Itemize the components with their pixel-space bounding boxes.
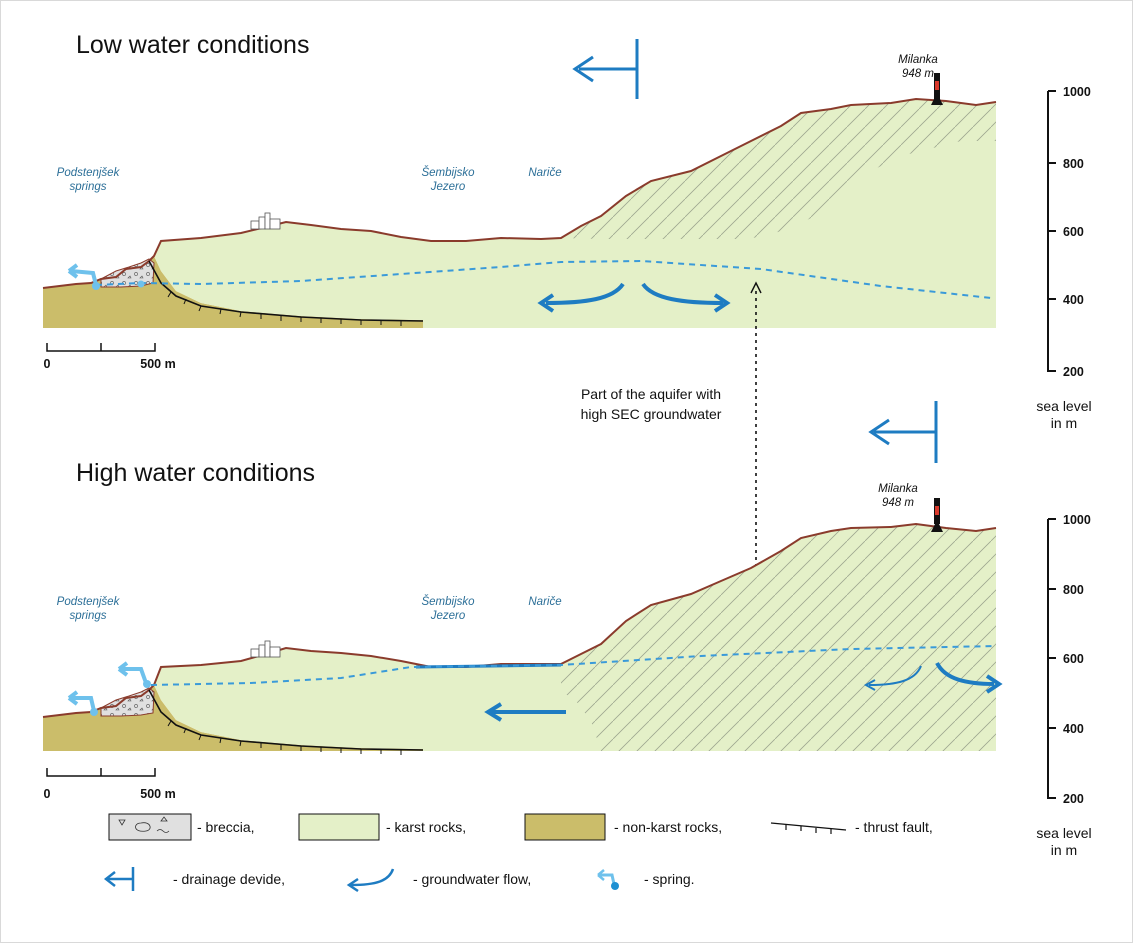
low-peak-marker-icon xyxy=(931,73,943,105)
high-elevation-axis xyxy=(1047,518,1056,799)
high-castle-icon xyxy=(250,640,281,658)
annotation-line-1: Part of the aquifer with xyxy=(581,386,721,402)
low-flow-arrow-west-head xyxy=(537,293,555,313)
low-axis-tick: 1000 xyxy=(1063,85,1091,99)
high-flow-arrow-west-head xyxy=(484,702,503,722)
low-water-table xyxy=(95,259,992,299)
legend-thrust-fault-icon xyxy=(770,822,847,834)
low-flow-arrow-east xyxy=(641,282,724,305)
low-lake-label-1: Šembijsko xyxy=(421,166,475,179)
high-thrust-teeth xyxy=(167,720,402,755)
low-springs-label-1: Podstenjšek xyxy=(57,167,121,179)
legend-flow-label: - groundwater flow, xyxy=(413,871,531,887)
low-flow-arrow-west xyxy=(545,282,625,305)
low-thrust-teeth xyxy=(167,291,402,326)
legend-thrust-label: - thrust fault, xyxy=(855,819,933,835)
legend: - breccia, - karst rocks, - non-karst ro… xyxy=(103,813,933,893)
high-lake-label-1: Šembijsko xyxy=(421,595,475,608)
legend-breccia-label: - breccia, xyxy=(197,819,255,835)
legend-spring-icon xyxy=(597,869,619,890)
annotation-line-2: high SEC groundwater xyxy=(581,406,722,422)
legend-nonkarst-swatch xyxy=(524,813,606,841)
legend-drainage-divide-icon xyxy=(103,867,135,891)
low-elevation-axis xyxy=(1047,90,1056,372)
low-spring-icon xyxy=(67,263,98,286)
high-springs-label-2: springs xyxy=(69,610,106,622)
high-spring-dot xyxy=(90,708,98,716)
low-peak-name: Milanka xyxy=(898,54,938,66)
legend-karst-label: - karst rocks, xyxy=(386,819,466,835)
high-village-label: Nariče xyxy=(528,596,561,608)
high-water-section: High water conditions xyxy=(42,401,1092,858)
low-scale-start: 0 xyxy=(44,357,51,371)
low-castle-icon xyxy=(250,212,281,230)
low-water-title: Low water conditions xyxy=(76,31,309,59)
legend-spring-label: - spring. xyxy=(644,871,695,887)
low-terrain-surface xyxy=(42,97,997,289)
low-water-section: Low water conditions xyxy=(42,31,1092,431)
legend-breccia-swatch xyxy=(108,813,192,841)
low-axis-tick: 200 xyxy=(1063,365,1084,379)
high-scale-start: 0 xyxy=(44,787,51,801)
low-lake-label-2: Jezero xyxy=(430,181,466,193)
low-axis-caption-2: in m xyxy=(1051,415,1077,431)
high-axis-tick: 800 xyxy=(1063,583,1084,597)
high-flow-arrow-small-west-head xyxy=(863,679,876,691)
low-flow-arrow-east-head xyxy=(713,293,731,313)
high-flow-arrow-east-head xyxy=(985,674,1003,694)
high-sec-annotation: Part of the aquifer with high SEC ground… xyxy=(561,281,762,641)
high-peak-name: Milanka xyxy=(878,483,918,495)
high-spring-dot-2 xyxy=(143,680,151,688)
high-high-sec-zone xyxy=(561,524,996,751)
low-axis-tick: 800 xyxy=(1063,157,1084,171)
low-axis-tick: 400 xyxy=(1063,293,1084,307)
low-springs-label-2: springs xyxy=(69,181,106,193)
legend-devide-label: - drainage devide, xyxy=(173,871,285,887)
high-water-title: High water conditions xyxy=(76,459,315,487)
high-axis-tick: 1000 xyxy=(1063,513,1091,527)
high-peak-elevation: 948 m xyxy=(882,497,914,509)
high-lake-label-2: Jezero xyxy=(430,610,466,622)
low-drainage-divide-icon xyxy=(572,39,639,99)
low-spring-dot xyxy=(92,282,100,290)
high-axis-caption-2: in m xyxy=(1051,842,1077,858)
high-axis-tick: 400 xyxy=(1063,722,1084,736)
legend-karst-swatch xyxy=(298,813,380,841)
low-axis-tick: 600 xyxy=(1063,225,1084,239)
high-spring-icon xyxy=(67,661,148,712)
high-springs-label-1: Podstenjšek xyxy=(57,596,121,608)
high-flow-arrow-east xyxy=(935,661,995,686)
high-axis-tick: 600 xyxy=(1063,652,1084,666)
high-water-table xyxy=(150,645,997,686)
low-peak-elevation: 948 m xyxy=(902,68,934,80)
low-spring-dot-2 xyxy=(137,280,145,288)
low-scale-bar xyxy=(46,343,156,352)
low-scale-end: 500 m xyxy=(140,357,175,371)
high-axis-tick: 200 xyxy=(1063,792,1084,806)
high-axis-caption-1: sea level xyxy=(1036,825,1091,841)
high-flow-arrow-small-west xyxy=(868,665,922,686)
high-drainage-divide-icon xyxy=(868,401,938,463)
high-scale-end: 500 m xyxy=(140,787,175,801)
legend-groundwater-flow-icon xyxy=(346,868,395,893)
high-scale-bar xyxy=(46,768,156,777)
high-peak-marker-icon xyxy=(931,498,943,532)
low-axis-caption-1: sea level xyxy=(1036,398,1091,414)
low-village-label: Nariče xyxy=(528,167,561,179)
low-high-sec-zone xyxy=(561,99,996,239)
legend-nonkarst-label: - non-karst rocks, xyxy=(614,819,722,835)
